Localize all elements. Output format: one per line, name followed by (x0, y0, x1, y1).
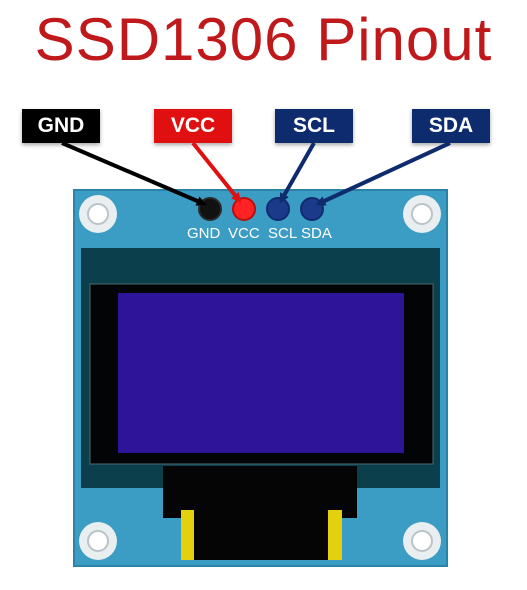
silkscreen-gnd: GND (187, 225, 221, 242)
gnd-arrow (61, 141, 207, 206)
silkscreen-scl: SCL (268, 225, 297, 242)
mounting-hole-bottom-right (403, 522, 441, 560)
silkscreen-vcc: VCC (228, 225, 260, 242)
connector-left-tab (181, 510, 195, 560)
gnd-pin-label: GND (22, 109, 100, 143)
sda-arrow (315, 141, 451, 206)
vcc-pin-dot (232, 197, 256, 221)
vcc-arrow (191, 141, 242, 203)
oled-screen (118, 293, 404, 453)
scl-arrow (279, 142, 316, 204)
silkscreen-sda: SDA (301, 225, 332, 242)
page-title: SSD1306 Pinout (34, 6, 493, 73)
connector-body (194, 510, 328, 560)
scl-pin-dot (266, 197, 290, 221)
vcc-pin-label: VCC (154, 109, 232, 143)
connector-right-tab (328, 510, 342, 560)
mounting-hole-top-right (403, 195, 441, 233)
mounting-hole-bottom-left (79, 522, 117, 560)
sda-pin-label: SDA (412, 109, 490, 143)
ribbon-cable (163, 466, 357, 518)
scl-pin-label: SCL (275, 109, 353, 143)
mounting-hole-top-left (79, 195, 117, 233)
